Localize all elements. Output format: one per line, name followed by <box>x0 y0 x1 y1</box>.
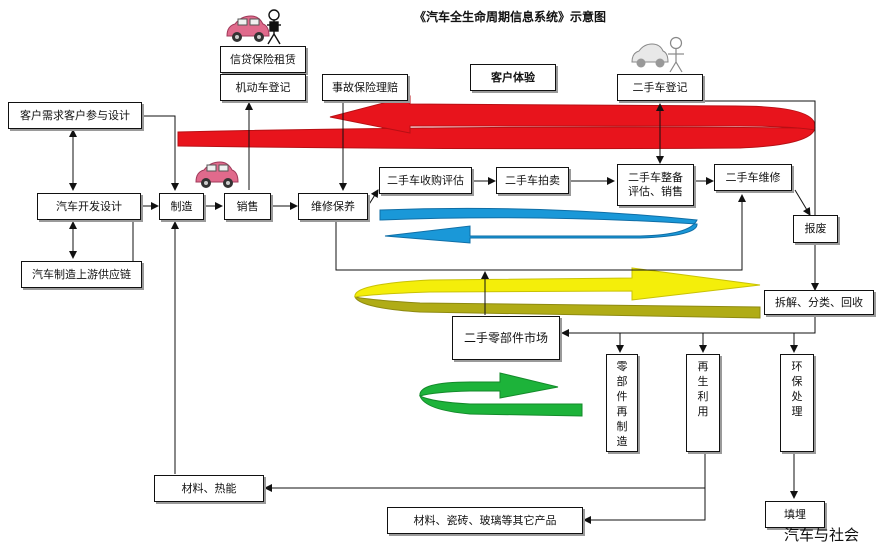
used-parts-market-box: 二手零部件市场 <box>452 316 560 360</box>
grey-car-icon <box>631 43 669 68</box>
pink-car-icon <box>226 15 270 42</box>
footer-watermark: 汽车与社会 <box>784 526 860 544</box>
supply-chain-box: 汽车制造上游供应链 <box>21 261 142 288</box>
green-swirl-arrow <box>419 372 583 417</box>
blue-swirl-arrow <box>379 207 698 244</box>
red-swirl-arrow <box>177 95 816 150</box>
landfill-box: 填埋 <box>765 501 825 528</box>
dismantle-recycle-box: 拆解、分类、回收 <box>764 290 874 315</box>
person-icon <box>267 9 281 45</box>
used-car-registration-box: 二手车登记 <box>617 74 703 101</box>
materials-products-box: 材料、瓷砖、玻璃等其它产品 <box>387 507 583 534</box>
used-car-auction-box: 二手车拍卖 <box>496 167 569 194</box>
registration-box: 机动车登记 <box>220 74 306 101</box>
used-car-refurbish-box: 二手车整备 评估、销售 <box>617 164 694 206</box>
pink-car-icon <box>195 161 239 188</box>
customer-design-box: 客户需求客户参与设计 <box>8 102 142 129</box>
manufacture-box: 制造 <box>159 193 204 220</box>
parts-remanufacture-box: 零 部 件 再 制 造 <box>606 354 638 452</box>
page-title: 《汽车全生命周期信息系统》示意图 <box>413 10 606 24</box>
customer-experience-box: 客户体验 <box>470 64 556 91</box>
materials-energy-box: 材料、热能 <box>154 475 264 502</box>
used-car-repair-box: 二手车维修 <box>714 164 792 191</box>
used-car-evaluation-box: 二手车收购评估 <box>379 167 472 194</box>
person-icon <box>668 36 684 73</box>
regeneration-box: 再 生 利 用 <box>686 354 720 452</box>
accident-claims-box: 事故保险理赔 <box>322 74 408 101</box>
maintenance-box: 维修保养 <box>298 193 368 220</box>
sales-box: 销售 <box>224 193 271 220</box>
vehicle-development-box: 汽车开发设计 <box>37 193 141 220</box>
environmental-treatment-box: 环 保 处 理 <box>780 354 814 452</box>
scrap-box: 报废 <box>793 215 838 243</box>
yellow-swirl-arrow <box>354 267 761 319</box>
credit-insurance-box: 信贷保险租赁 <box>220 46 306 73</box>
